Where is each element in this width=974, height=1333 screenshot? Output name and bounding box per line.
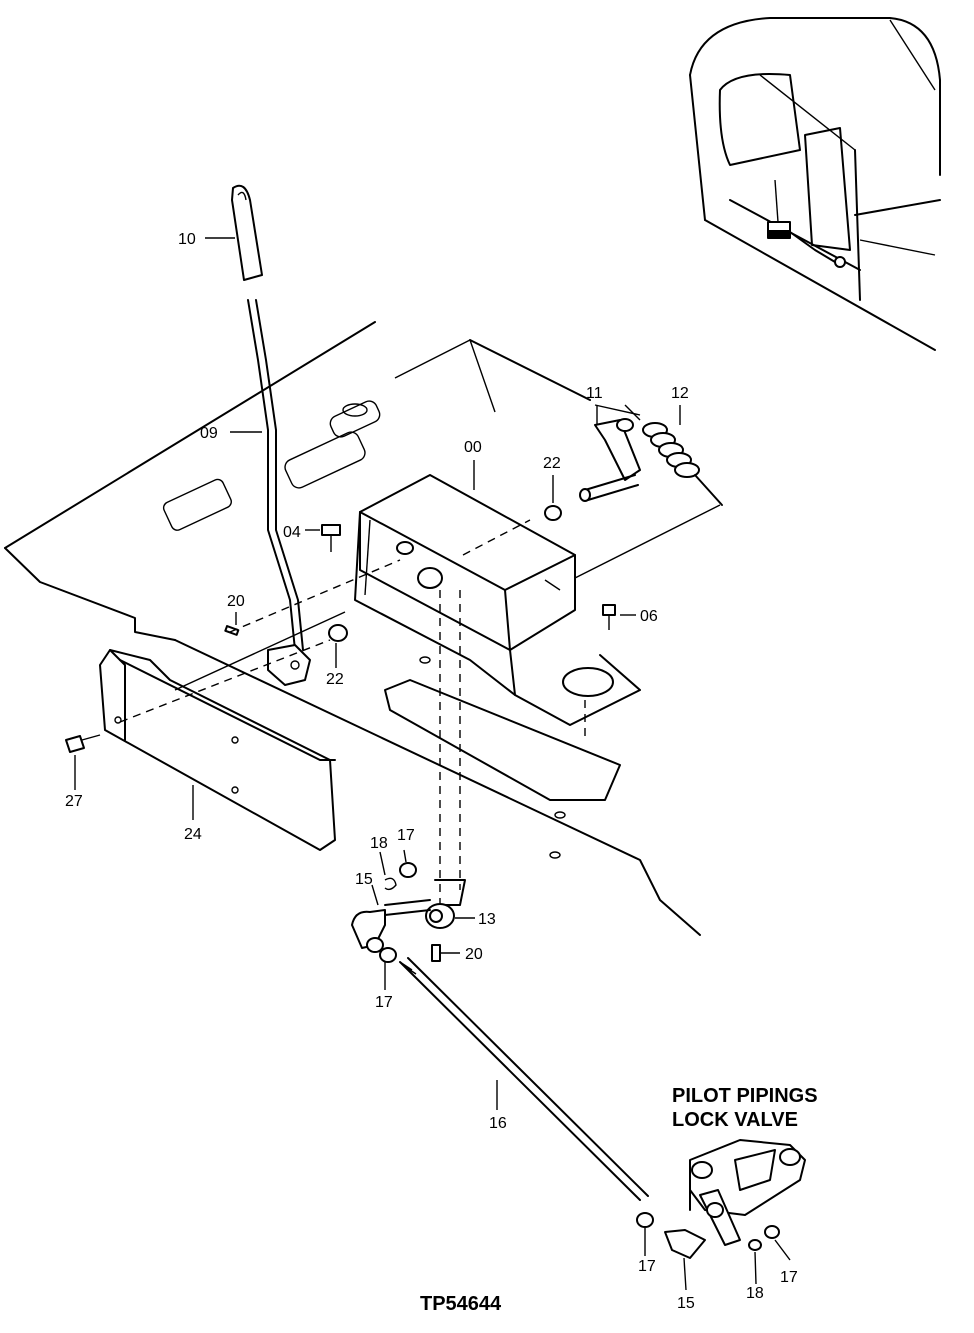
- callout-22-left: 22: [326, 671, 344, 688]
- floor-plate: [4, 321, 701, 936]
- cab-inset-illustration: [689, 17, 941, 351]
- inset-title-line1: PILOT PIPINGS: [672, 1085, 818, 1107]
- lower-linkage: [351, 862, 649, 1201]
- inset-title-line2: LOCK VALVE: [672, 1109, 798, 1131]
- callout-12: 12: [671, 385, 689, 402]
- callout-22-right: 22: [543, 455, 561, 472]
- callout-00: 00: [464, 439, 482, 456]
- lever-housing: [354, 474, 641, 726]
- callout-27: 27: [65, 793, 83, 810]
- assembly-lines: [119, 404, 721, 905]
- cover-plate: [99, 649, 336, 851]
- lever-rod-and-grip: [224, 184, 311, 686]
- callout-15-upper: 15: [355, 871, 373, 888]
- callout-18-upper: 18: [370, 835, 388, 852]
- callout-17-upper: 17: [397, 827, 415, 844]
- lock-valve-illustration: [636, 1139, 806, 1259]
- callout-17-middle: 17: [375, 994, 393, 1011]
- linkage-parts: [65, 404, 723, 753]
- callout-24: 24: [184, 826, 202, 843]
- callout-10: 10: [178, 231, 196, 248]
- callout-17-lower-left: 17: [638, 1258, 656, 1275]
- callout-13: 13: [478, 911, 496, 928]
- callout-09: 09: [200, 425, 218, 442]
- callout-17-lower-right: 17: [780, 1269, 798, 1286]
- leader-lines: [74, 237, 791, 1291]
- callout-20-upper: 20: [227, 593, 245, 610]
- callout-18-lower: 18: [746, 1285, 764, 1302]
- callout-labels: 00 04 06 09 10 11 12 13 15 15 16 17 17 1…: [65, 231, 798, 1312]
- figure-id: TP54644: [420, 1293, 502, 1315]
- callout-15-lower: 15: [677, 1295, 695, 1312]
- callout-20-lower: 20: [465, 946, 483, 963]
- callout-06: 06: [640, 608, 658, 625]
- callout-11: 11: [586, 385, 603, 402]
- return-spring: [624, 404, 723, 506]
- callout-04: 04: [283, 524, 301, 541]
- callout-16: 16: [489, 1115, 507, 1132]
